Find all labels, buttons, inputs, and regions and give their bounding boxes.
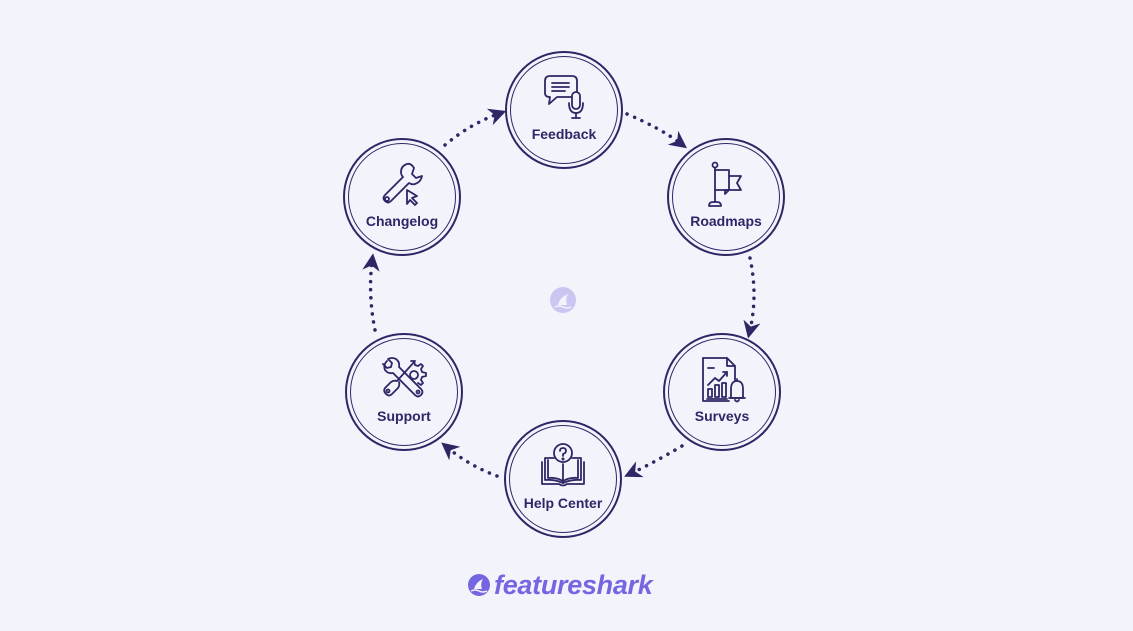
node-inner-ring [348,143,456,251]
node-support: Support [345,333,463,451]
arrow-changelog-feedback [443,108,507,147]
wrench-cursor-icon [382,162,423,206]
arrow-helpcenter-support [441,442,499,478]
chat-bubble-microphone-icon [544,75,584,119]
node-inner-ring [509,425,617,533]
arrow-feedback-roadmaps [625,112,688,149]
node-inner-ring [350,338,458,446]
arrow-roadmaps-surveys [743,256,761,339]
brand-name: featureshark [494,569,653,600]
wrench-gear-icon [382,357,427,398]
center-logo-icon [550,287,576,313]
node-label: Support [377,408,431,424]
node-label: Help Center [523,495,603,511]
node-label: Surveys [694,408,750,424]
featureshark-logo-icon [468,574,490,596]
node-inner-ring [672,143,780,251]
node-label: Roadmaps [690,213,762,229]
node-label: Feedback [531,126,597,142]
arrow-support-changelog [362,253,380,332]
node-label: Changelog [365,213,439,229]
arrow-surveys-helpcenter [624,444,684,478]
brand-logo: featureshark [468,568,653,602]
featureshark-logo-icon [554,294,572,309]
flag-icon [708,161,742,207]
node-inner-ring [510,56,618,164]
node-inner-ring [668,338,776,446]
node-changelog: Changelog [343,138,461,256]
open-book-question-icon [541,443,585,487]
node-surveys: Surveys [663,333,781,451]
node-roadmaps: Roadmaps [667,138,785,256]
node-help-center: Help Center [504,420,622,538]
node-feedback: Feedback [505,51,623,169]
report-chart-bell-icon [702,357,746,403]
